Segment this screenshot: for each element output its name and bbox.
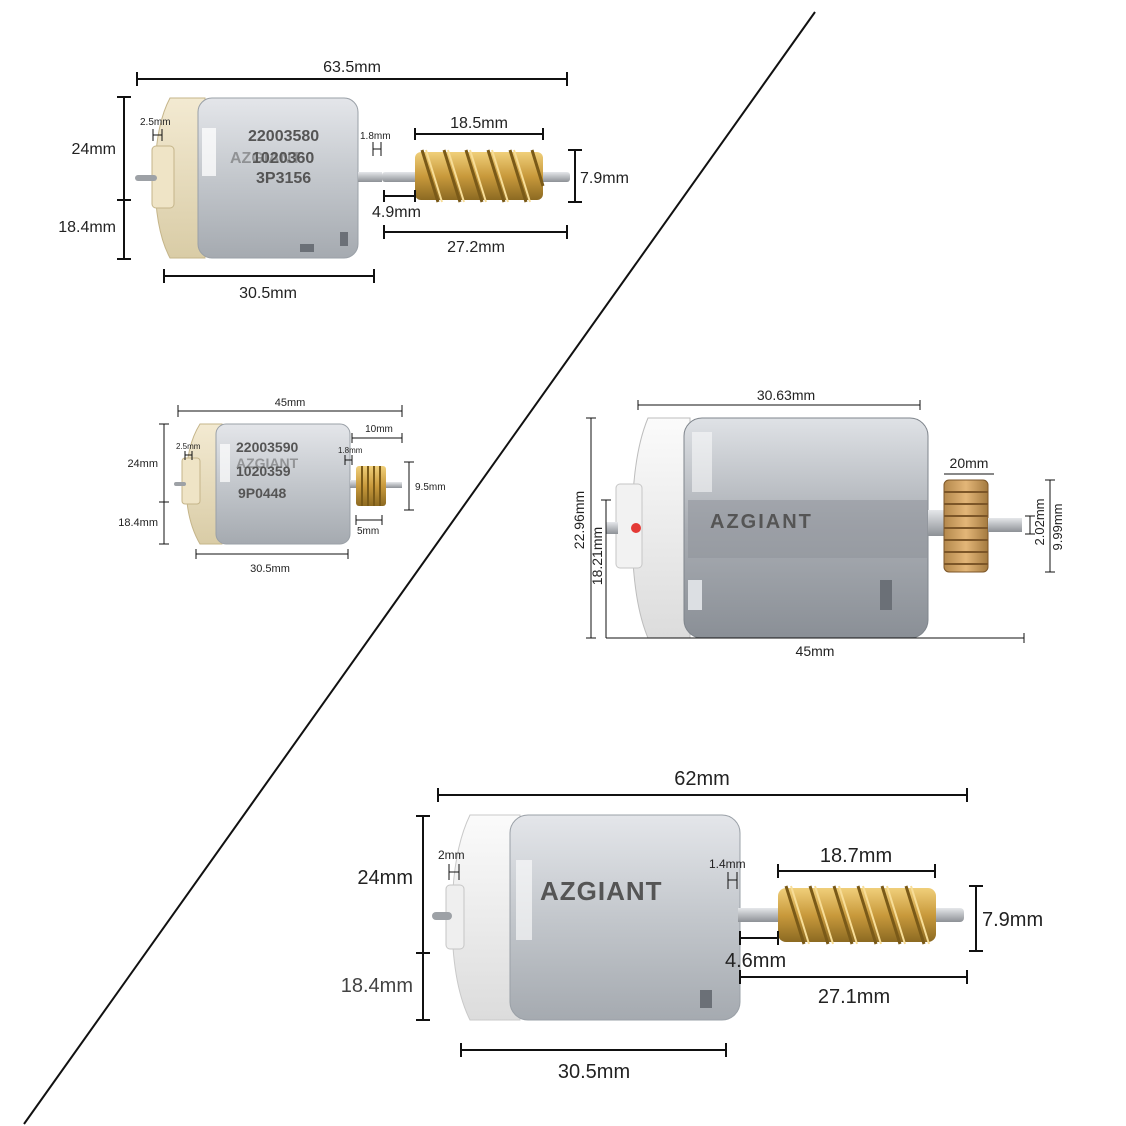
motor-3-dim-height-outer: 22.96mm: [571, 417, 596, 639]
motor-4-pin-label: 2mm: [438, 848, 465, 862]
motor-1-worm-gear: [415, 149, 545, 203]
motor-3-total-length: 45mm: [796, 643, 835, 659]
motor-3-pinion-gear: [943, 479, 989, 573]
motor-3-gear-width: 20mm: [950, 455, 989, 471]
motor-2-gear-diameter: 9.5mm: [415, 482, 446, 493]
motor-1-dim-body: 30.5mm: [163, 269, 375, 302]
motor-2-pinion-gear: [356, 466, 386, 506]
motor-1-shaft-offset: 4.9mm: [372, 204, 421, 221]
motor-4-brand: AZGIANT: [540, 876, 663, 906]
motor-1-dim-offset: 4.9mm: [372, 190, 421, 221]
motor-4-dim-height: 24mm 18.4mm: [341, 815, 430, 1021]
motor-1-brand: AZGIANT: [230, 150, 301, 167]
motor-3-gear-diameter: 9.99mm: [1050, 504, 1065, 551]
motor-2-dim-body: 30.5mm: [195, 549, 349, 575]
motor-4-worm-length: 18.7mm: [820, 845, 892, 867]
motor-1-dim-shaft: 27.2mm: [383, 225, 568, 256]
motor-2-dim-gear: 10mm: [351, 424, 403, 443]
motor-4-worm-diameter: 7.9mm: [982, 909, 1043, 931]
motor-2-height-top: 24mm: [127, 458, 158, 470]
motor-1-dim-worm: 18.5mm: [414, 115, 544, 140]
motor-1-dim-shaft-gap: 1.8mm: [360, 131, 391, 156]
motor-4-dim-pin: 2mm: [438, 848, 465, 880]
motor-2-dim-gear-dia: 9.5mm: [404, 461, 446, 511]
motor-1-shaft-gap-label: 1.8mm: [360, 131, 391, 142]
motor-3-dim-gear-dia: 9.99mm: [1045, 479, 1065, 573]
motor-4-worm-gear: [778, 885, 936, 945]
motor-2-marking-2: 1020359: [236, 463, 291, 479]
diagonal-divider-line: [23, 11, 816, 1125]
motor-4-shaft-offset: 4.6mm: [725, 950, 786, 972]
motor-2-total-length: 45mm: [275, 397, 306, 409]
motor-3-dim-shaft-dia: 2.02mm: [1025, 499, 1047, 546]
motor-3-dim-height-inner: 18.21mm: [589, 499, 611, 638]
motor-4-body-length: 30.5mm: [558, 1061, 630, 1083]
motor-2-brand: AZGIANT: [236, 455, 299, 471]
motor-2-marking-3: 9P0448: [238, 485, 286, 501]
motor-1-height-bottom: 18.4mm: [58, 219, 116, 236]
motor-2-body: [174, 423, 402, 545]
motor-1-marking-1: 22003580: [248, 128, 319, 145]
motor-2-gear-offset: 5mm: [357, 526, 379, 537]
motor-2-height-bottom: 18.4mm: [118, 517, 158, 529]
motor-3: AZGIANT 30.63mm 20mm 22.96mm 18.21mm 2.0: [571, 387, 1065, 659]
motor-3-shaft-diameter: 2.02mm: [1032, 499, 1047, 546]
motor-1-worm-length: 18.5mm: [450, 115, 508, 132]
motor-4-dim-body: 30.5mm: [460, 1043, 727, 1083]
motor-4-dim-worm: 18.7mm: [777, 845, 936, 878]
motor-3-dim-body: 30.63mm: [637, 387, 921, 410]
motor-4-dim-offset: 4.6mm: [725, 931, 786, 972]
motor-2-dim-offset: 5mm: [355, 515, 383, 537]
motor-4-dim-worm-dia: 7.9mm: [969, 885, 1043, 952]
motor-4-total-length: 62mm: [674, 768, 730, 790]
motor-1-height-top: 24mm: [72, 141, 116, 158]
motor-2-dim-shaft-gap: 1.8mm: [338, 446, 363, 465]
motor-4: AZGIANT 62mm 24mm 18.4mm 2mm 1.4mm: [341, 768, 1043, 1083]
motor-3-height-inner: 18.21mm: [589, 527, 605, 585]
motor-1-pin-label: 2.5mm: [140, 117, 171, 128]
motor-1-body-length: 30.5mm: [239, 285, 297, 302]
motor-4-dim-total: 62mm: [437, 768, 968, 802]
motor-4-height-bottom: 18.4mm: [341, 975, 413, 997]
motor-2-shaft-gap-label: 1.8mm: [338, 446, 363, 455]
motor-4-dim-shaft-gap: 1.4mm: [709, 857, 746, 889]
motor-3-brand: AZGIANT: [710, 511, 813, 533]
motor-4-height-top: 24mm: [357, 867, 413, 889]
motor-4-shaft-length: 27.1mm: [818, 986, 890, 1008]
motor-1-total-length: 63.5mm: [323, 59, 381, 76]
motor-2-gear-length: 10mm: [365, 424, 393, 435]
motor-4-dim-shaft: 27.1mm: [739, 970, 968, 1008]
motor-3-dim-gear-width: 20mm: [944, 455, 994, 475]
motor-4-shaft-gap-label: 1.4mm: [709, 857, 746, 871]
motor-3-body-length: 30.63mm: [757, 387, 815, 403]
motor-1-dim-pin: 2.5mm: [140, 117, 171, 141]
motor-1-dim-total: 63.5mm: [136, 59, 568, 86]
motor-2-body-length: 30.5mm: [250, 563, 290, 575]
motor-2-dim-height: 24mm 18.4mm: [118, 423, 169, 545]
motor-3-body: [606, 417, 1022, 639]
motor-1: 22003580 1020360 AZGIANT 3P3156 63.5mm 2…: [58, 59, 629, 302]
motor-1-marking-3: 3P3156: [256, 170, 311, 187]
motor-2-dim-pin: 2.5mm: [176, 442, 201, 460]
motor-2-marking-1: 22003590: [236, 439, 299, 455]
motor-1-dim-height: 24mm 18.4mm: [58, 96, 131, 260]
motor-2-pin-label: 2.5mm: [176, 442, 201, 451]
motor-3-height-outer: 22.96mm: [571, 491, 587, 549]
motor-3-dim-total: 45mm: [606, 633, 1025, 659]
motor-1-body: [135, 97, 570, 259]
motor-1-dim-worm-dia: 7.9mm: [568, 149, 629, 203]
motor-1-marking-2: 1020360: [252, 150, 314, 167]
motor-2-dim-total: 45mm: [177, 397, 403, 417]
motor-2: 22003590 AZGIANT 1020359 9P0448 45mm 24m…: [118, 397, 445, 575]
motor-1-worm-diameter: 7.9mm: [580, 170, 629, 187]
motor-1-shaft-length: 27.2mm: [447, 239, 505, 256]
motor-4-body: [432, 814, 964, 1021]
